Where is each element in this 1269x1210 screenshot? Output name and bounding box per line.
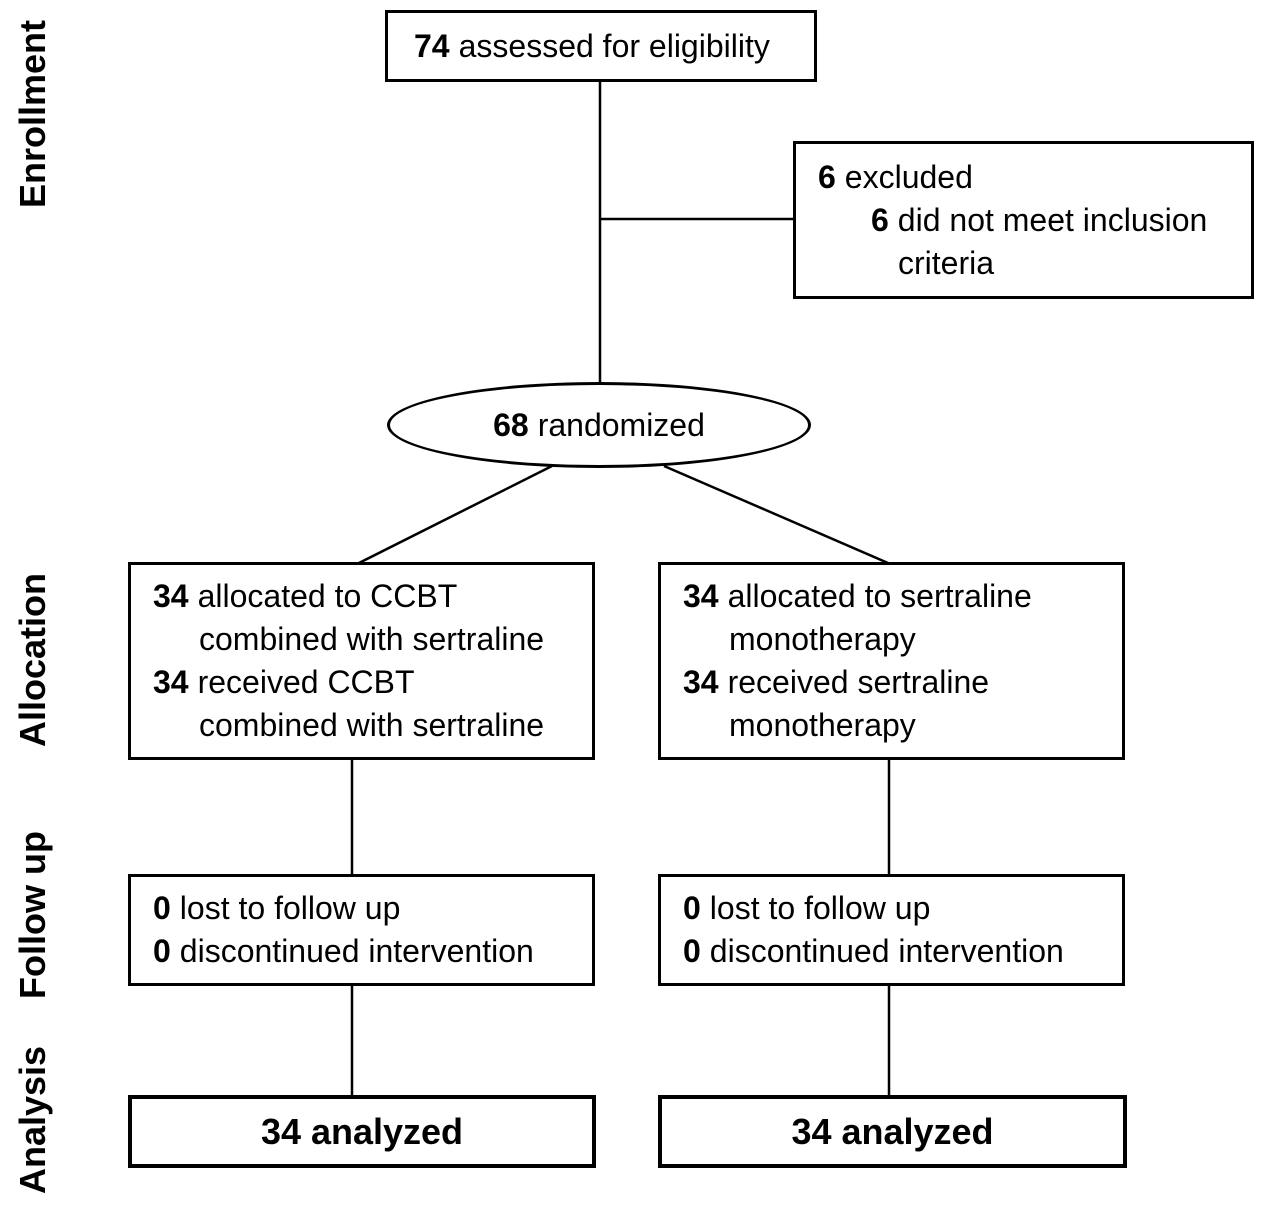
excluded-count: 6 — [818, 158, 836, 195]
excluded-reason-count: 6 — [871, 201, 889, 238]
connector-randomized-to-allocation-left — [352, 464, 553, 568]
box-analysis-left: 34 analyzed — [128, 1095, 596, 1168]
stage-label-follow-up: Follow up — [0, 822, 66, 1008]
connector-randomized-to-allocation-right — [663, 464, 896, 568]
stage-label-follow-up-text: Follow up — [12, 831, 53, 999]
followup-left-discontinued-count: 0 — [153, 933, 171, 969]
stage-label-enrollment: Enrollment — [0, 14, 66, 214]
allocation-right-entry2-line2: monotherapy — [729, 707, 916, 743]
allocation-right-entry1-count: 34 — [683, 578, 719, 614]
box-analysis-right: 34 analyzed — [658, 1095, 1127, 1168]
excluded-reason-text: did not meet inclusion — [897, 201, 1208, 238]
allocation-left-entry1-text: allocated to CCBT — [197, 578, 458, 614]
stage-label-allocation-text: Allocation — [12, 572, 54, 748]
stage-label-analysis: Analysis — [0, 1037, 66, 1203]
assessed-text: assessed for eligibility — [458, 27, 770, 64]
allocation-right-entry1-line2: monotherapy — [729, 621, 916, 657]
allocation-right-entry2-text: received sertraline — [727, 664, 990, 700]
allocation-left-entry2-text: received CCBT — [197, 664, 415, 700]
stage-label-allocation: Allocation — [0, 565, 66, 755]
randomized-count: 68 — [493, 406, 529, 443]
analysis-left-label: 34 analyzed — [260, 1111, 464, 1152]
followup-right-discontinued-text: discontinued intervention — [709, 933, 1064, 969]
followup-right-discontinued-count: 0 — [683, 933, 701, 969]
excluded-text: excluded — [844, 158, 973, 195]
assessed-count: 74 — [414, 27, 450, 64]
followup-left-lost-text: lost to follow up — [179, 890, 401, 926]
followup-left-discontinued-text: discontinued intervention — [179, 933, 534, 969]
allocation-left-entry1-count: 34 — [153, 578, 189, 614]
followup-right-lost-count: 0 — [683, 890, 701, 926]
excluded-reason-wrap: criteria — [898, 244, 995, 281]
allocation-right-entry1-text: allocated to sertraline — [727, 578, 1032, 614]
allocation-right-entry2-count: 34 — [683, 664, 719, 700]
stage-label-analysis-text: Analysis — [12, 1045, 54, 1195]
analysis-right-label: 34 analyzed — [791, 1111, 994, 1152]
followup-left-lost-count: 0 — [153, 890, 171, 926]
followup-right-lost-text: lost to follow up — [709, 890, 931, 926]
randomized-text: randomized — [537, 406, 705, 443]
allocation-left-entry1-line2: combined with sertraline — [199, 621, 545, 657]
stage-label-enrollment-text: Enrollment — [12, 19, 54, 209]
allocation-left-entry2-line2: combined with sertraline — [199, 707, 545, 743]
allocation-left-entry2-count: 34 — [153, 664, 189, 700]
